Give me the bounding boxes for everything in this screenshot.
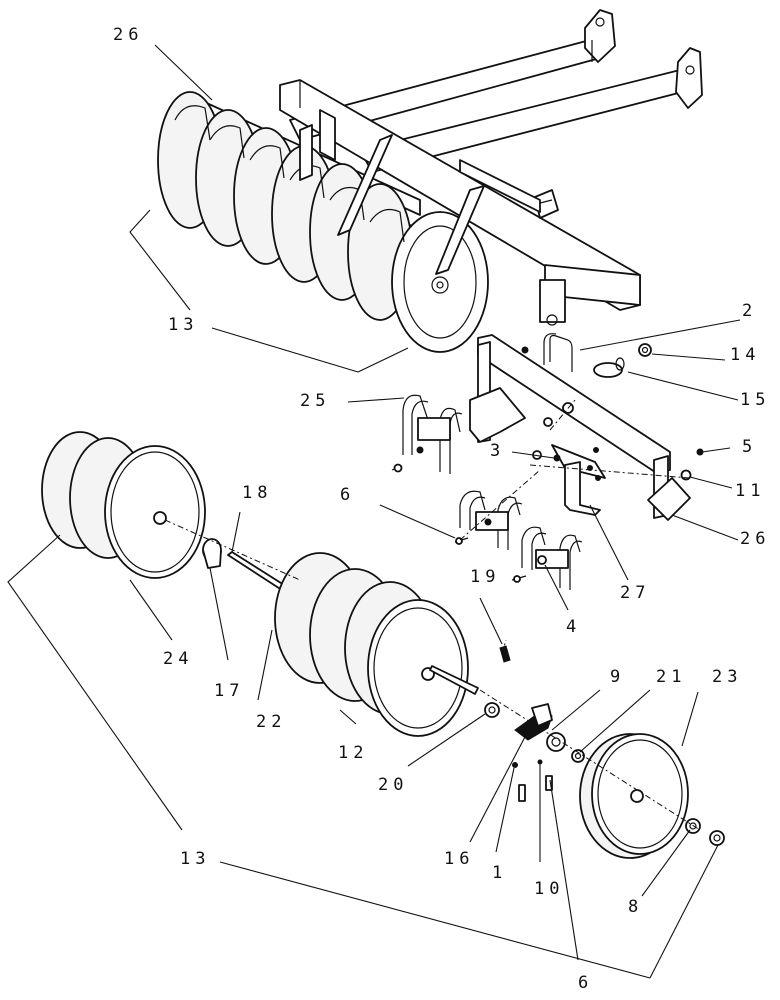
exploded-frame-bracket	[469, 334, 691, 521]
part-8-nuts	[685, 818, 725, 846]
fastener-bolts	[512, 759, 553, 802]
label-10: 10	[534, 879, 564, 899]
label-18: 18	[242, 483, 272, 503]
label-3: 3	[490, 441, 505, 461]
label-8: 8	[628, 897, 643, 917]
label-25: 25	[300, 391, 330, 411]
label-14: 14	[730, 345, 760, 365]
leader-lines	[7, 44, 741, 979]
label-15: 15	[740, 390, 770, 410]
label-26-top: 26	[113, 25, 143, 45]
part-9-bearing	[546, 732, 566, 752]
label-6-bottom: 6	[578, 973, 593, 993]
label-16: 16	[444, 849, 474, 869]
label-24: 24	[163, 649, 193, 669]
part-24-rollers	[41, 431, 206, 579]
label-13-top: 13	[168, 315, 198, 335]
part-25-scraper	[391, 394, 463, 474]
label-4: 4	[566, 617, 581, 637]
label-26-bottom: 26	[740, 529, 770, 549]
label-11: 11	[735, 481, 765, 501]
assembled-arms	[299, 109, 541, 275]
part-23-wheel	[579, 733, 689, 859]
part-12-axle-end	[429, 665, 479, 695]
label-17: 17	[214, 681, 244, 701]
small-hardware	[521, 346, 704, 481]
part-19-key	[499, 645, 511, 663]
part-4-scraper	[511, 526, 583, 590]
label-5: 5	[742, 437, 757, 457]
label-19: 19	[470, 567, 500, 587]
part-27-mount-plate	[551, 444, 606, 516]
label-20: 20	[378, 775, 408, 795]
part-22-rollers	[274, 552, 469, 737]
part-21-nut	[571, 749, 585, 763]
part-15-pin	[593, 357, 625, 378]
label-9: 9	[610, 667, 625, 687]
label-13-bottom: 13	[180, 849, 210, 869]
callout-labels: 26 13 2 14 15 25 3 5 11 6 18 26 19 27 4 …	[113, 25, 770, 993]
label-22: 22	[256, 712, 286, 732]
part-20-washer	[484, 702, 500, 718]
assembled-implement	[157, 9, 703, 353]
hitch-arms	[289, 9, 703, 173]
label-21: 21	[656, 667, 686, 687]
label-23: 23	[712, 667, 742, 687]
part-17-bushing	[202, 538, 222, 569]
label-1: 1	[492, 863, 507, 883]
part-14-nut	[638, 343, 652, 357]
label-12: 12	[338, 743, 368, 763]
part-6-scraper	[454, 490, 523, 550]
label-6-mid: 6	[340, 485, 355, 505]
label-2: 2	[742, 301, 757, 321]
label-27: 27	[620, 583, 650, 603]
part-16-bearing-bracket	[514, 703, 553, 741]
part-2-u-bolt	[543, 333, 573, 372]
